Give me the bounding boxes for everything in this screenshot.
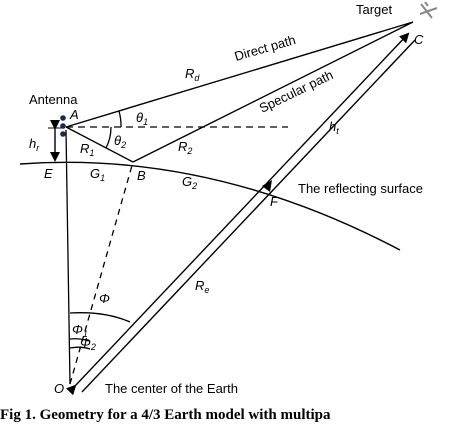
- point-C-label: C: [414, 32, 424, 47]
- point-F-label: F: [270, 194, 279, 209]
- phi2-arc: [69, 346, 91, 350]
- point-E-label: E: [44, 166, 53, 181]
- surface-point-F-marker: [262, 180, 272, 192]
- symbol-G2: G2: [182, 174, 197, 191]
- symbol-phi1: Φ1: [72, 322, 88, 339]
- antenna-label: Antenna: [29, 92, 78, 107]
- symbol-theta2: θ2: [114, 133, 126, 150]
- symbol-Rd: Rd: [185, 66, 200, 83]
- symbol-G1: G1: [90, 166, 105, 183]
- earth-radius-line-B: [69, 161, 134, 385]
- re-ht-arrow-line-2: [81, 39, 416, 393]
- symbol-phi2: Φ2: [80, 335, 96, 352]
- phi-arc: [69, 312, 131, 323]
- theta2-arc: [105, 126, 112, 149]
- symbol-Re: Re: [195, 278, 209, 295]
- theta1-arc: [118, 110, 122, 128]
- symbol-theta1: θ1: [136, 110, 148, 127]
- earth-radius-line-E: [65, 129, 71, 385]
- direct-path-line: [65, 21, 414, 128]
- point-B-label: B: [137, 168, 146, 183]
- earth-center-label: The center of the Earth: [105, 381, 238, 396]
- symbol-hr: hr: [29, 136, 40, 153]
- re-ht-arrow-line-1: [65, 32, 410, 396]
- target-label: Target: [356, 2, 393, 17]
- antenna-icon: [60, 115, 66, 137]
- point-O-label: O: [54, 381, 64, 396]
- figure-caption: Fig 1. Geometry for a 4/3 Earth model wi…: [0, 407, 331, 423]
- specular-path-label: Specular path: [257, 67, 336, 116]
- point-A-label: A: [69, 107, 79, 122]
- reflecting-surface-label: The reflecting surface: [298, 181, 423, 196]
- symbol-ht: ht: [329, 119, 339, 136]
- earth-surface-arc: [19, 161, 401, 251]
- phi1-arc: [69, 338, 90, 342]
- symbol-R2: R2: [178, 139, 192, 156]
- symbol-R1: R1: [80, 141, 94, 158]
- symbol-phi: Φ: [99, 291, 110, 306]
- aircraft-icon: [419, 1, 438, 19]
- direct-path-label: Direct path: [233, 32, 298, 64]
